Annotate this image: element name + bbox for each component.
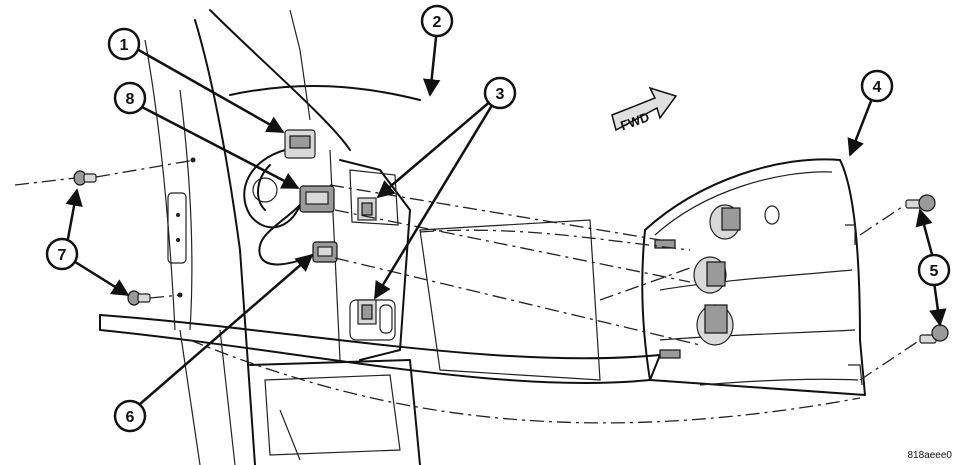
callout-1: 1 [107, 27, 141, 61]
callout-8: 8 [113, 81, 147, 115]
callout-2: 2 [420, 4, 454, 38]
callout-8-label: 8 [126, 91, 135, 108]
wiring-harness [243, 149, 316, 266]
callout-4-label: 4 [873, 79, 882, 96]
callout-7-label: 7 [58, 247, 67, 264]
leader-lines [65, 27, 947, 405]
forward-direction-arrow: FWD [611, 86, 678, 133]
callout-7: 7 [45, 237, 79, 271]
callout-3-label: 3 [496, 86, 505, 103]
alignment-lines [14, 159, 921, 424]
callout-6: 6 [113, 399, 147, 433]
connector-8 [299, 185, 335, 213]
callout-4: 4 [860, 69, 894, 103]
callout-3: 3 [483, 76, 517, 110]
vehicle-body [99, 9, 661, 465]
tail-lamp-assembly [641, 158, 866, 396]
retainer-clip-upper [357, 197, 377, 221]
screw-7-upper [73, 170, 97, 186]
callout-6-label: 6 [126, 409, 135, 426]
screw-7-lower [127, 290, 151, 306]
callout-1-label: 1 [120, 37, 129, 54]
connector-6 [312, 241, 338, 263]
callout-5-label: 5 [930, 263, 939, 280]
connector-1 [284, 129, 316, 159]
retainer-clip-lower [357, 299, 377, 325]
callout-5: 5 [917, 253, 951, 287]
screw-5-upper [905, 194, 936, 212]
callout-2-label: 2 [433, 14, 442, 31]
figure-code: 818aeee0 [908, 450, 953, 461]
screw-5-lower [919, 324, 949, 344]
